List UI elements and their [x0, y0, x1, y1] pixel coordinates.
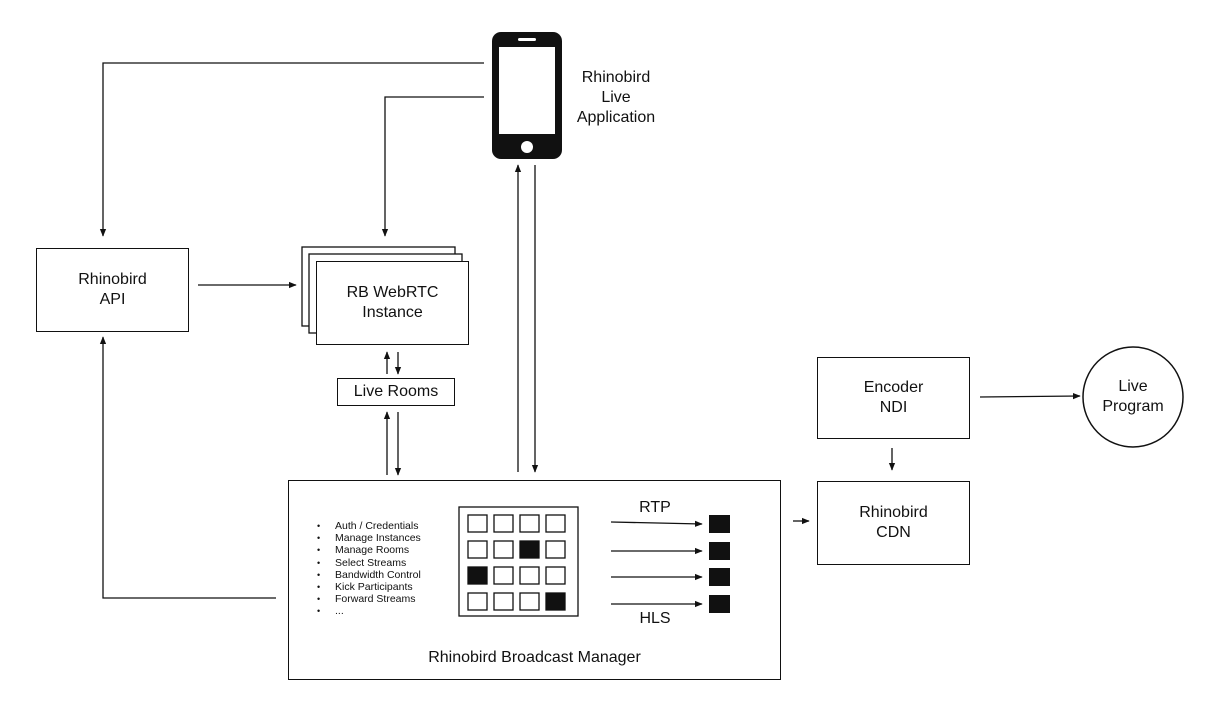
- stream-destination-square: [709, 515, 730, 533]
- grid-cell: [493, 592, 514, 611]
- api-label: Rhinobird API: [78, 271, 147, 308]
- rhinobird-api-box[interactable]: Rhinobird API: [36, 248, 189, 332]
- manager-feature-list: Auth / Credentials Manage Instances Mana…: [314, 520, 421, 618]
- feature-item: Bandwidth Control: [314, 569, 421, 581]
- encoder-label: Encoder NDI: [863, 379, 924, 416]
- live-rooms-label: Live Rooms: [353, 383, 439, 400]
- hls-label: HLS: [639, 610, 671, 627]
- live-program-label: Live Program: [1102, 378, 1164, 415]
- grid-cell-selected: [545, 592, 566, 611]
- cdn-label: Rhinobird CDN: [859, 504, 928, 541]
- smartphone-icon: [492, 32, 562, 159]
- arrow-phone-to-api: [99, 62, 484, 237]
- stream-destination-square: [709, 568, 730, 586]
- stream-outputs: [610, 515, 730, 613]
- stream-destination-square: [709, 542, 730, 560]
- feature-item: Select Streams: [314, 557, 421, 569]
- webrtc-label: RB WebRTC Instance: [346, 284, 439, 321]
- feature-item: Auth / Credentials: [314, 520, 421, 532]
- feature-item: Manage Rooms: [314, 544, 421, 556]
- phone-label: Rhinobird Live Application: [576, 69, 656, 126]
- live-program-circle: [1082, 346, 1184, 448]
- grid-cell: [467, 592, 488, 611]
- broadcast-manager-title: Rhinobird Broadcast Manager: [428, 649, 641, 666]
- grid-cell: [519, 592, 540, 611]
- feature-item: Manage Instances: [314, 532, 421, 544]
- arrow-manager-to-api: [99, 336, 276, 599]
- grid-cell: [545, 540, 566, 559]
- grid-cell: [545, 514, 566, 533]
- arrow-encoder-to-program: [979, 392, 1081, 400]
- stream-grid: [467, 514, 566, 611]
- grid-cell: [493, 566, 514, 585]
- stream-output-arrow: [610, 520, 703, 527]
- grid-cell: [493, 540, 514, 559]
- arrow-phone-to-webrtc: [381, 96, 484, 237]
- rtp-label: RTP: [639, 499, 671, 516]
- feature-item: Kick Participants: [314, 581, 421, 593]
- stream-destination-square: [709, 595, 730, 613]
- feature-item: Forward Streams: [314, 593, 421, 605]
- feature-item: ...: [314, 605, 421, 617]
- grid-cell-selected: [519, 540, 540, 559]
- broadcast-manager-box[interactable]: [288, 480, 781, 680]
- rhinobird-cdn-box[interactable]: Rhinobird CDN: [817, 481, 970, 565]
- grid-cell: [493, 514, 514, 533]
- live-rooms-box[interactable]: Live Rooms: [337, 378, 455, 406]
- webrtc-instance-box[interactable]: RB WebRTC Instance: [316, 261, 469, 345]
- grid-cell: [519, 514, 540, 533]
- encoder-ndi-box[interactable]: Encoder NDI: [817, 357, 970, 439]
- grid-cell: [545, 566, 566, 585]
- grid-cell: [467, 540, 488, 559]
- grid-cell-selected: [467, 566, 488, 585]
- grid-cell: [519, 566, 540, 585]
- grid-cell: [467, 514, 488, 533]
